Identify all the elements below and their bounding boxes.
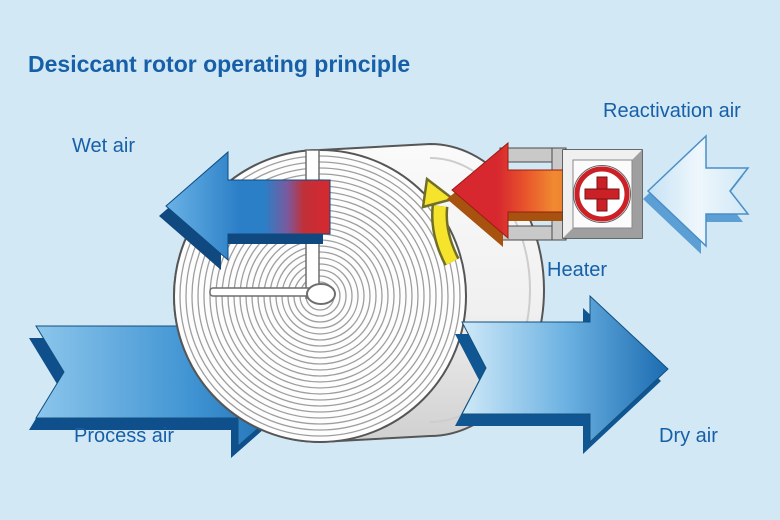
rotor-hub <box>306 283 336 305</box>
rotor-ring <box>185 161 455 431</box>
heater-bevel-dark <box>563 150 642 238</box>
rotor-ring <box>191 167 449 425</box>
heater-label: Heater <box>547 259 607 281</box>
reactivation-air-label: Reactivation air <box>603 100 741 122</box>
wet-air-arrow-face <box>165 150 331 262</box>
heater-box <box>562 149 643 239</box>
rotor-ring <box>197 173 443 419</box>
dry-air-label: Dry air <box>659 425 718 447</box>
heater-cross-icon <box>573 165 631 223</box>
rotor-ring <box>179 155 461 437</box>
reactivation-air-arrow-face <box>646 134 750 248</box>
shaft-axle <box>209 287 323 297</box>
dry-air-arrow <box>455 294 669 454</box>
reactivation-air-arrow <box>643 134 750 254</box>
dry-air-arrow-face <box>461 294 669 444</box>
heater-bevel-light <box>563 150 642 238</box>
wet-air-label: Wet air <box>72 135 135 157</box>
rotation-arrow-head <box>421 176 456 209</box>
wet-air-arrow <box>159 150 331 270</box>
process-air-label: Process air <box>74 425 174 447</box>
diagram-title: Desiccant rotor operating principle <box>28 51 410 77</box>
rotation-arrow-icon <box>421 176 460 266</box>
